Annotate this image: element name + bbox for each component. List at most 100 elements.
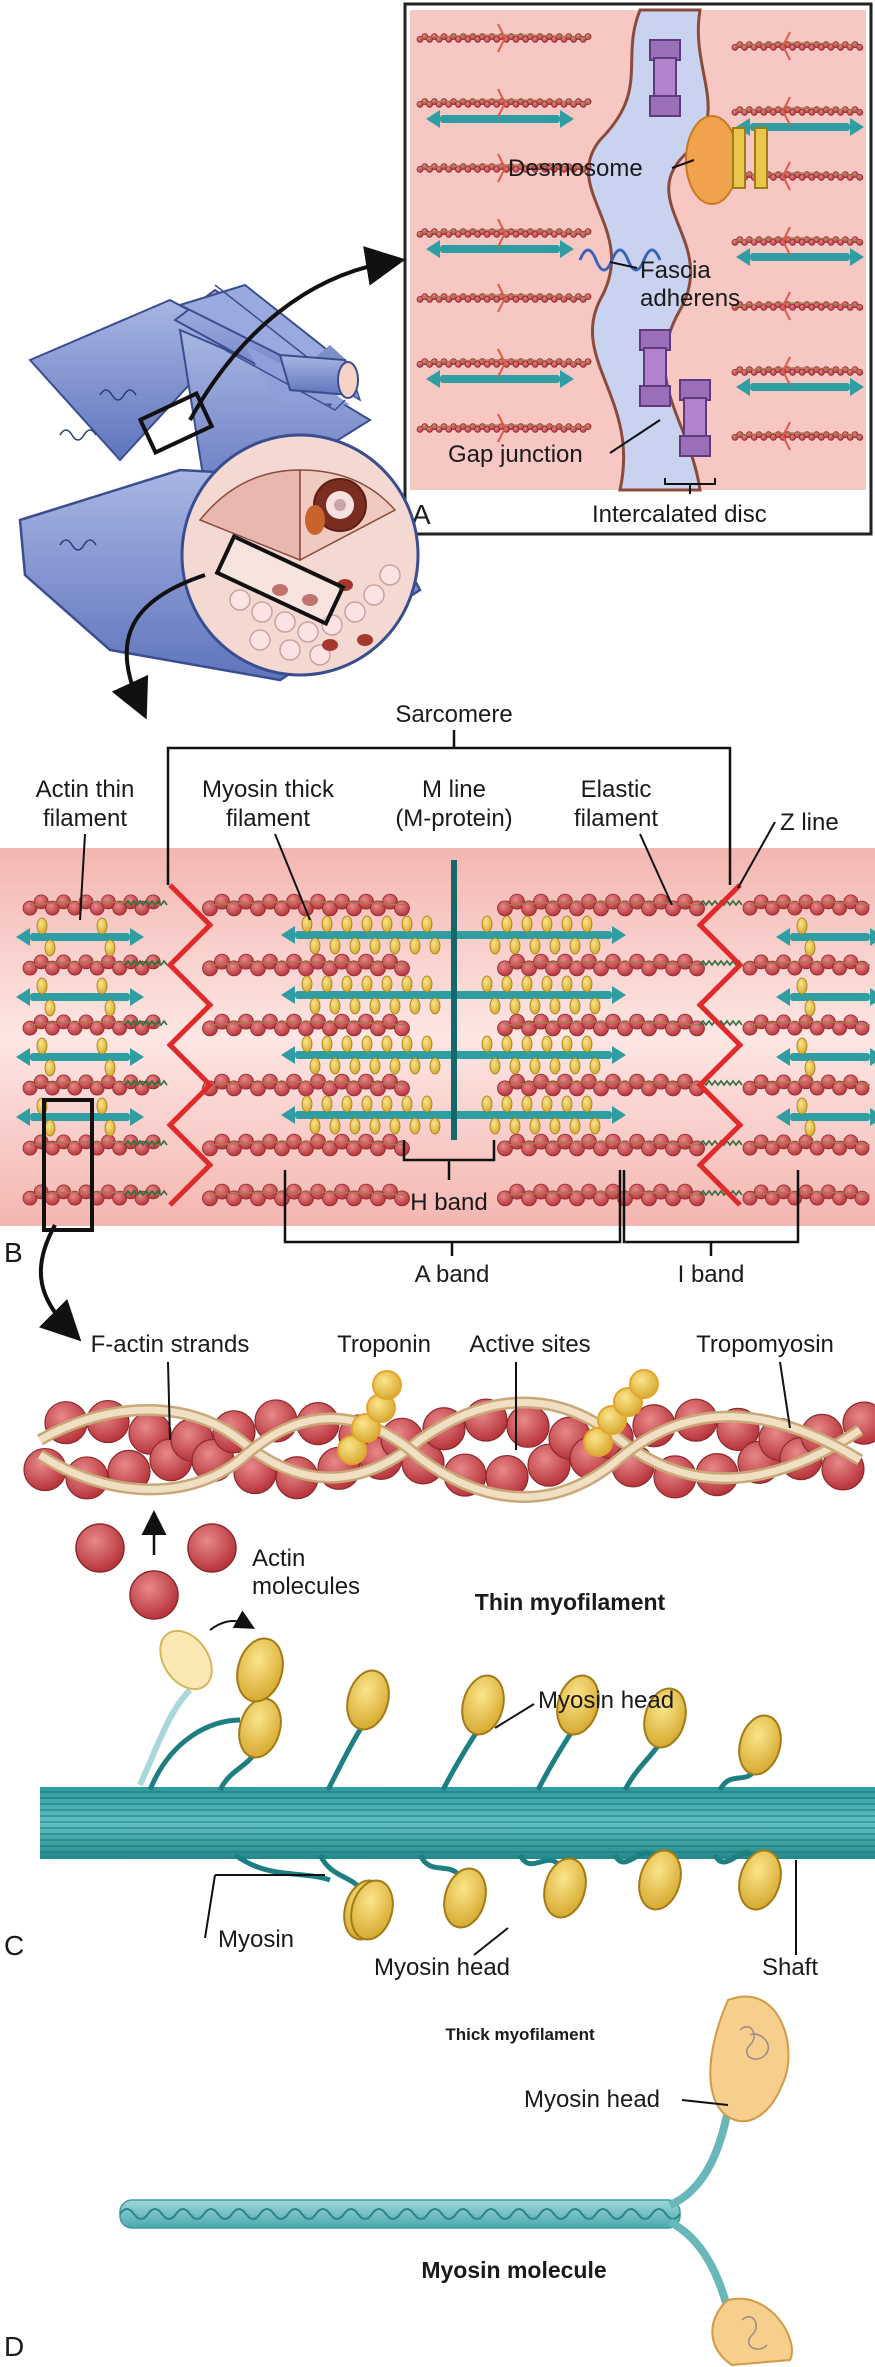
tropomyosin-line: [734, 432, 861, 437]
actin-bead: [238, 893, 254, 910]
myosin-head: [341, 1035, 353, 1053]
myosin-head: [521, 1035, 533, 1053]
myosin-neck: [517, 1853, 559, 1867]
myosin-tip: [850, 248, 864, 266]
myosin-head: [489, 937, 501, 955]
actin-bead: [214, 1073, 230, 1090]
myosin-head: [349, 997, 361, 1015]
actin-bead: [584, 33, 592, 41]
myosin-head: [796, 1037, 808, 1055]
actin-bead: [677, 1073, 693, 1090]
myosin-head: [549, 1117, 561, 1135]
actin-bead: [593, 1080, 609, 1097]
myosin-head: [521, 975, 533, 993]
actin-bead: [346, 1140, 362, 1157]
actin-bead: [584, 98, 592, 106]
actin-bead: [545, 1020, 561, 1037]
actin-bead: [322, 1080, 338, 1097]
myosin-tail-twist: [119, 2208, 681, 2220]
actin-bead: [509, 1013, 525, 1030]
actin-molecule: [75, 1523, 125, 1573]
myosin-head: [489, 1117, 501, 1135]
myosin-head: [738, 1714, 782, 1776]
actin-bead: [753, 894, 769, 910]
tropomyosin-line: [29, 1021, 161, 1026]
actin-bead: [569, 1190, 585, 1207]
actin-bead: [370, 1190, 386, 1207]
myosin-thick-filament: [790, 1113, 870, 1121]
actin-bead: [843, 1134, 859, 1150]
elastic-filament: [699, 1019, 743, 1027]
panel-a-z-line: [497, 218, 507, 248]
myosin-tip: [776, 928, 790, 946]
myosin-head: [589, 1117, 601, 1135]
tropomyosin-line: [504, 961, 701, 966]
actin-bead: [214, 1013, 230, 1030]
myosin-head: [509, 1057, 521, 1075]
actin-bead: [653, 1073, 669, 1090]
actin-bead: [274, 960, 290, 977]
label-myosin-head-bottom: Myosin head: [374, 1954, 510, 1981]
actin-bead: [665, 1140, 681, 1157]
myosin-neck: [612, 1850, 654, 1865]
myosin-neck: [622, 1741, 663, 1792]
actin-bead: [214, 953, 230, 970]
actin-bead: [112, 1190, 127, 1206]
myosin-head: [509, 1117, 521, 1135]
myosin-head: [429, 1057, 441, 1075]
actin-bead: [394, 1140, 410, 1157]
tropomyosin-line: [734, 302, 861, 307]
myosin-neck: [325, 1723, 366, 1792]
myosin-thick-filament: [750, 253, 850, 261]
myosin-head: [389, 997, 401, 1015]
arrow-to-a: [188, 246, 406, 421]
myosin-tip: [130, 988, 144, 1006]
myosin-head: [509, 937, 521, 955]
myosin-head: [389, 937, 401, 955]
myosin-tip: [870, 928, 875, 946]
myosin-tip: [776, 988, 790, 1006]
title-thick-myofilament: Thick myofilament: [445, 2025, 595, 2044]
actin-bead: [346, 900, 362, 917]
actin-bead: [45, 900, 60, 916]
myosin-head: [329, 997, 341, 1015]
myosin-thick-filament: [440, 245, 560, 253]
myosin-tip: [612, 926, 626, 944]
actin-bead: [322, 1020, 338, 1037]
actin-bead: [238, 1183, 254, 1200]
myosin-head-lower: [711, 2297, 793, 2367]
myosin-head: [369, 1057, 381, 1075]
tropomyosin-line: [209, 1191, 406, 1196]
tropomyosin-line: [749, 901, 871, 906]
actin-bead: [593, 960, 609, 977]
actin-bead: [382, 1183, 398, 1200]
myosin-head: [421, 1035, 433, 1053]
actin-bead: [569, 1080, 585, 1097]
label-troponin: Troponin: [337, 1331, 431, 1358]
panel-b: Sarcomere Actin thin filament Myosin thi…: [0, 701, 875, 1342]
myosin-thick-filament: [790, 993, 870, 1001]
myosin-neck: [317, 1853, 359, 1887]
myosin-head: [238, 1697, 282, 1759]
actin-bead: [509, 1073, 525, 1090]
actin-bead: [665, 1190, 681, 1207]
myosin-head: [429, 997, 441, 1015]
actin-bead: [641, 900, 657, 917]
myosin-head: [381, 975, 393, 993]
panel-a-z-line: [781, 226, 791, 256]
actin-bead: [765, 1080, 780, 1096]
tropomyosin-line: [209, 1081, 406, 1086]
myosin-head: [569, 1057, 581, 1075]
actin-bead: [665, 960, 681, 977]
myosin-head: [481, 975, 493, 993]
actin-bead: [753, 954, 769, 970]
actin-bead: [274, 1020, 290, 1037]
myosin-head: [44, 939, 56, 957]
myosin-tip: [776, 1108, 790, 1126]
actin-bead: [274, 900, 290, 917]
actin-bead: [533, 1073, 549, 1090]
actin-bead: [787, 1020, 803, 1036]
actin-bead: [584, 228, 592, 236]
myosin-head: [96, 1037, 108, 1055]
label-mline-2: (M-protein): [395, 805, 512, 832]
